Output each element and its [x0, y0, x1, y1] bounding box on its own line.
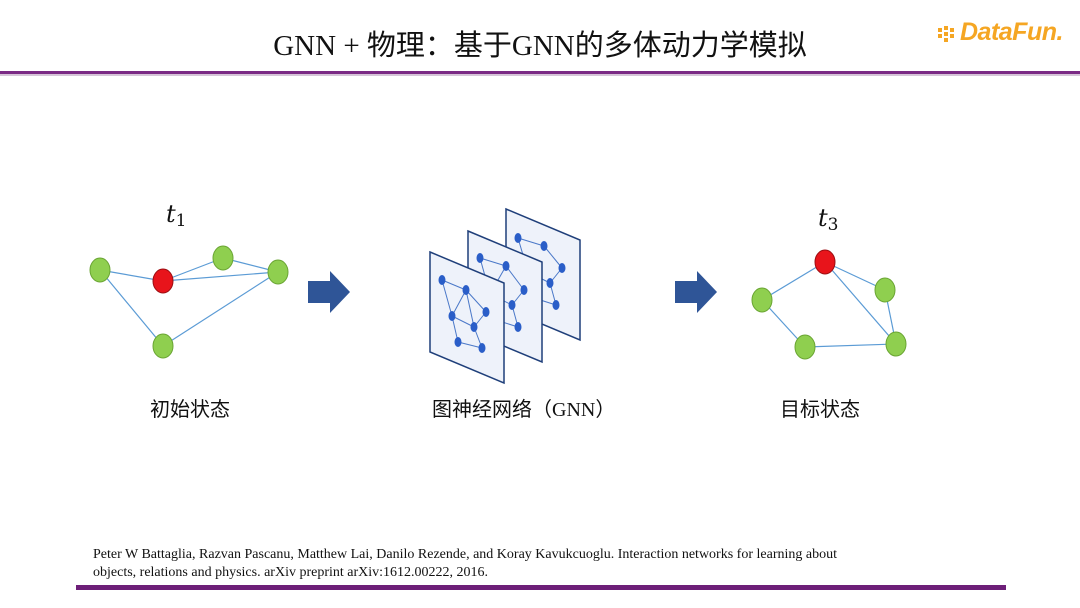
green-node — [794, 334, 816, 360]
right-arrow-icon — [308, 271, 350, 313]
citation: Peter W Battaglia, Razvan Pascanu, Matth… — [93, 546, 973, 582]
green-node — [212, 245, 234, 271]
edge — [99, 269, 164, 347]
edge — [162, 271, 279, 347]
red-node — [814, 249, 836, 275]
initial-state-graph — [89, 245, 289, 359]
green-node — [152, 333, 174, 359]
green-node — [89, 257, 111, 283]
red-node — [152, 268, 174, 294]
edge — [162, 271, 279, 282]
title-divider — [0, 71, 1080, 74]
target-state-label: 目标状态 — [780, 397, 860, 421]
edge — [99, 269, 164, 282]
initial-time-label: t1 — [166, 200, 187, 231]
gnn-label: 图神经网络（GNN） — [432, 397, 616, 421]
citation-line-1: Peter W Battaglia, Razvan Pascanu, Matth… — [93, 547, 837, 562]
target-state-graph — [751, 249, 907, 360]
initial-state-label: 初始状态 — [150, 397, 230, 421]
green-node — [874, 277, 896, 303]
edge — [804, 343, 897, 348]
right-arrow-icon — [675, 271, 717, 313]
green-node — [267, 259, 289, 285]
edge — [824, 261, 897, 345]
logo-dots-icon — [938, 26, 954, 42]
green-node — [751, 287, 773, 313]
edge — [761, 261, 826, 301]
citation-line-2: objects, relations and physics. arXiv pr… — [93, 565, 489, 580]
footer-divider — [76, 585, 1006, 590]
title-divider-shadow — [0, 74, 1080, 76]
slide-title: GNN + 物理：基于GNN的多体动力学模拟 — [273, 30, 807, 62]
gnn-layers-illustration — [429, 207, 581, 385]
edge — [824, 261, 886, 291]
target-time-label: t3 — [818, 204, 839, 235]
logo-text: DataFun. — [960, 18, 1063, 46]
green-node — [885, 331, 907, 357]
datafun-logo: DataFun. — [938, 18, 1070, 52]
gnn-layer-front — [429, 250, 505, 385]
